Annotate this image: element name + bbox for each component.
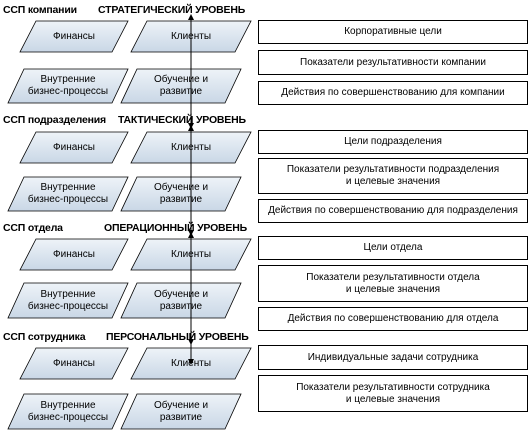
parallelogram-processes-l1 xyxy=(7,68,129,104)
kpi-box: Показатели результативности компании xyxy=(258,50,528,75)
perspective-finance: Финансы xyxy=(53,30,95,42)
level-unit-title: ССП отдела xyxy=(3,222,63,234)
perspective-finance: Финансы xyxy=(53,141,95,153)
parallelogram-processes-l3 xyxy=(7,282,129,319)
parallelogram-finance-l4 xyxy=(19,347,129,380)
kpi-box: Показатели результативности подразделени… xyxy=(258,158,528,194)
perspective-processes: Внутренние бизнес-процессы xyxy=(27,74,109,97)
parallelogram-processes-l4 xyxy=(7,393,129,430)
perspective-learning: Обучение и развитие xyxy=(153,74,209,97)
perspective-processes: Внутренние бизнес-процессы xyxy=(27,399,109,423)
kpi-box: Показатели результативности сотрудника и… xyxy=(258,375,528,412)
parallelogram-learning-l1 xyxy=(120,68,242,104)
level-unit-title: ССП компании xyxy=(3,4,77,16)
perspective-processes: Внутренние бизнес-процессы xyxy=(27,288,109,312)
parallelogram-finance-l2 xyxy=(19,131,129,164)
parallelogram-learning-l2 xyxy=(120,176,242,212)
perspective-learning: Обучение и развитие xyxy=(153,288,209,312)
perspective-learning: Обучение и развитие xyxy=(153,399,209,423)
perspective-finance: Финансы xyxy=(53,357,95,369)
level-unit-title: ССП сотрудника xyxy=(3,331,86,343)
actions-box: Действия по совершенствованию для компан… xyxy=(258,81,528,105)
parallelogram-finance-l3 xyxy=(19,238,129,271)
parallelogram-processes-l2 xyxy=(7,176,129,212)
perspective-processes: Внутренние бизнес-процессы xyxy=(27,182,109,205)
parallelogram-learning-l3 xyxy=(120,282,242,319)
goals-box: Индивидуальные задачи сотрудника xyxy=(258,345,528,370)
perspective-clients: Клиенты xyxy=(170,141,212,153)
goals-box: Цели отдела xyxy=(258,236,528,260)
parallelogram-learning-l4 xyxy=(120,393,242,430)
level-name-title: ТАКТИЧЕСКИЙ УРОВЕНЬ xyxy=(118,114,246,126)
perspective-finance: Финансы xyxy=(53,248,95,260)
level-name-title: СТРАТЕГИЧЕСКИЙ УРОВЕНЬ xyxy=(98,4,246,16)
actions-box: Действия по совершенствованию для подраз… xyxy=(258,199,528,223)
goals-box: Цели подразделения xyxy=(258,130,528,154)
goals-box: Корпоративные цели xyxy=(258,20,528,44)
kpi-box: Показатели результативности отдела и цел… xyxy=(258,265,528,302)
level-name-title: ПЕРСОНАЛЬНЫЙ УРОВЕНЬ xyxy=(106,331,249,343)
perspective-clients: Клиенты xyxy=(170,30,212,42)
actions-box: Действия по совершенствованию для отдела xyxy=(258,307,528,331)
perspective-learning: Обучение и развитие xyxy=(153,182,209,205)
perspective-clients: Клиенты xyxy=(170,248,212,260)
level-name-title: ОПЕРАЦИОННЫЙ УРОВЕНЬ xyxy=(104,222,247,234)
perspective-clients: Клиенты xyxy=(170,357,212,369)
level-unit-title: ССП подразделения xyxy=(3,114,106,126)
parallelogram-finance-l1 xyxy=(19,20,129,53)
